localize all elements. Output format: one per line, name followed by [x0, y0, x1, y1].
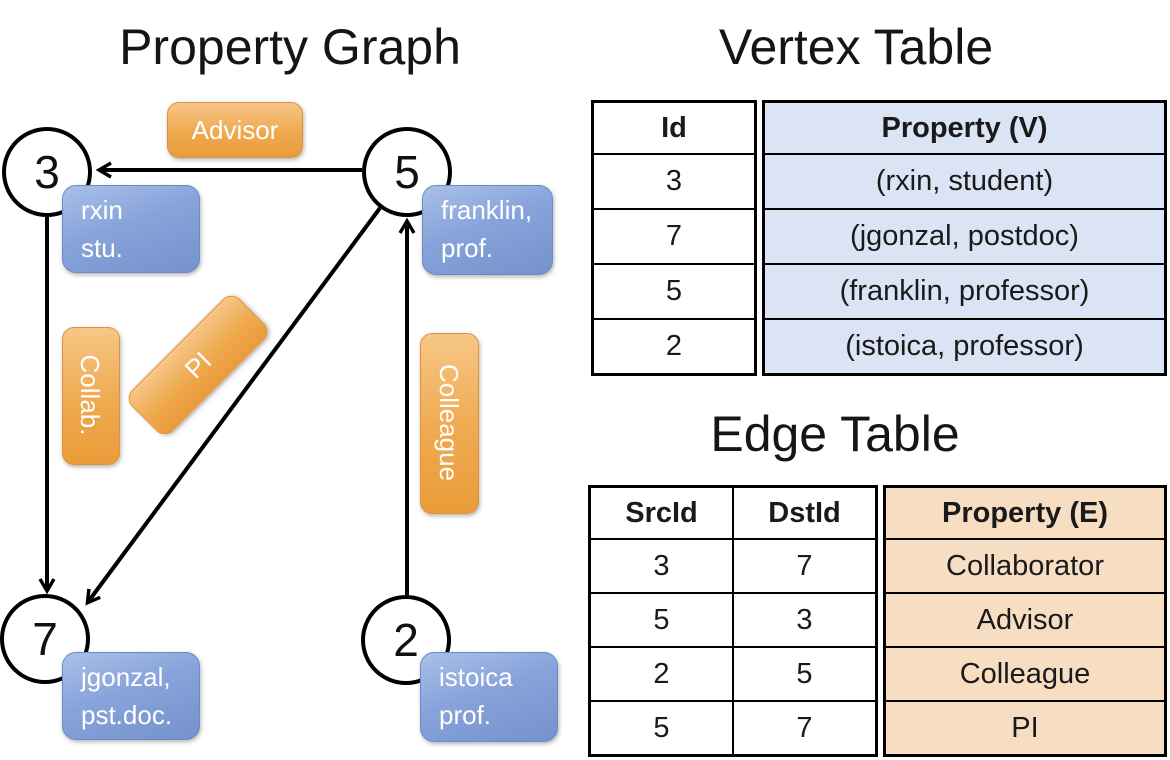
vertex-table-property-column: Property (V) (rxin, student) (jgonzal, p…	[762, 100, 1167, 376]
node-3-id: 3	[34, 146, 60, 198]
vertex-property-cell: (jgonzal, postdoc)	[765, 210, 1164, 263]
edge-src-cell: 3	[653, 549, 670, 582]
vertex-property-cell: (franklin, professor)	[765, 265, 1164, 318]
edge-dst-cell: 5	[732, 648, 875, 700]
edge-src-cell: 5	[653, 711, 670, 744]
edge-dst-cell: 3	[732, 594, 875, 646]
vertex-label-istoica: istoica prof.	[420, 652, 558, 742]
edge-dst-cell: 7	[732, 702, 875, 754]
edge-label-colleague	[420, 333, 479, 514]
edge-property-cell: Collaborator	[886, 540, 1164, 592]
edge-table-dstid-header: DstId	[732, 488, 875, 538]
edge-dst-cell: 7	[732, 540, 875, 592]
edge-table: SrcId DstId 3 7 5 3 2 5 5 7 Property (E	[588, 485, 1167, 757]
node-5-id: 5	[394, 146, 420, 198]
vertex-table-title: Vertex Table	[718, 19, 994, 75]
vertex-table-id-header: Id	[661, 111, 687, 144]
vertex-label-jgonzal: jgonzal, pst.doc.	[62, 652, 200, 740]
vertex-label-rxin: rxin stu.	[62, 185, 200, 273]
edge-src-cell: 2	[653, 657, 670, 690]
vertex-property-cell: (rxin, student)	[765, 155, 1164, 208]
edge-label-advisor-text: Advisor	[191, 114, 279, 145]
vertex-label-jgonzal-line1: jgonzal,	[81, 662, 171, 692]
vertex-label-jgonzal-line2: pst.doc.	[81, 699, 173, 730]
vertex-table-id-column: Id 3 7 5 2	[591, 100, 757, 376]
node-2-id: 2	[393, 614, 419, 666]
vertex-property-cell: (istoica, professor)	[765, 320, 1164, 373]
edge-label-colleague-text: Colleague	[434, 363, 464, 482]
edge-property-cell: PI	[886, 702, 1164, 754]
edge-label-pi-text: PI	[178, 345, 217, 384]
edge-table-property-column: Property (E) Collaborator Advisor Collea…	[883, 485, 1167, 757]
vertex-label-rxin-line2: stu.	[81, 232, 123, 263]
vertex-id-cell: 5	[665, 275, 683, 307]
vertex-label-franklin: franklin, prof.	[422, 185, 553, 275]
property-graph-title: Property Graph	[119, 19, 461, 75]
edge-label-collab	[62, 327, 120, 465]
vertex-label-istoica-line1: istoica	[439, 662, 513, 692]
vertex-label-istoica-line2: prof.	[439, 699, 492, 730]
vertex-id-cell: 3	[665, 165, 683, 197]
vertex-id-cell: 7	[665, 220, 683, 252]
edge-table-title: Edge Table	[710, 406, 960, 462]
edge-src-cell: 5	[653, 603, 670, 636]
edge-property-cell: Advisor	[886, 594, 1164, 646]
edge-label-pi: PI	[123, 290, 273, 440]
edge-label-collab-text: Collab.	[75, 354, 106, 436]
edge-table-srcid-header: SrcId	[625, 496, 698, 529]
vertex-label-franklin-line1: franklin,	[441, 195, 533, 225]
edge-label-advisor: Advisor	[167, 102, 303, 158]
vertex-id-cell: 2	[665, 330, 683, 362]
edge-table-property-header: Property (E)	[886, 488, 1164, 538]
edge-table-id-columns: SrcId DstId 3 7 5 3 2 5 5 7	[588, 485, 878, 757]
vertex-label-franklin-line2: prof.	[441, 232, 494, 263]
vertex-table: Id 3 7 5 2 Property (V) (rxin, student) …	[591, 100, 1167, 376]
vertex-table-property-header: Property (V)	[765, 103, 1164, 153]
edge-property-cell: Colleague	[886, 648, 1164, 700]
vertex-label-rxin-line1: rxin	[81, 195, 123, 225]
node-7-id: 7	[32, 613, 58, 665]
graph-node-3: 3	[2, 127, 92, 217]
